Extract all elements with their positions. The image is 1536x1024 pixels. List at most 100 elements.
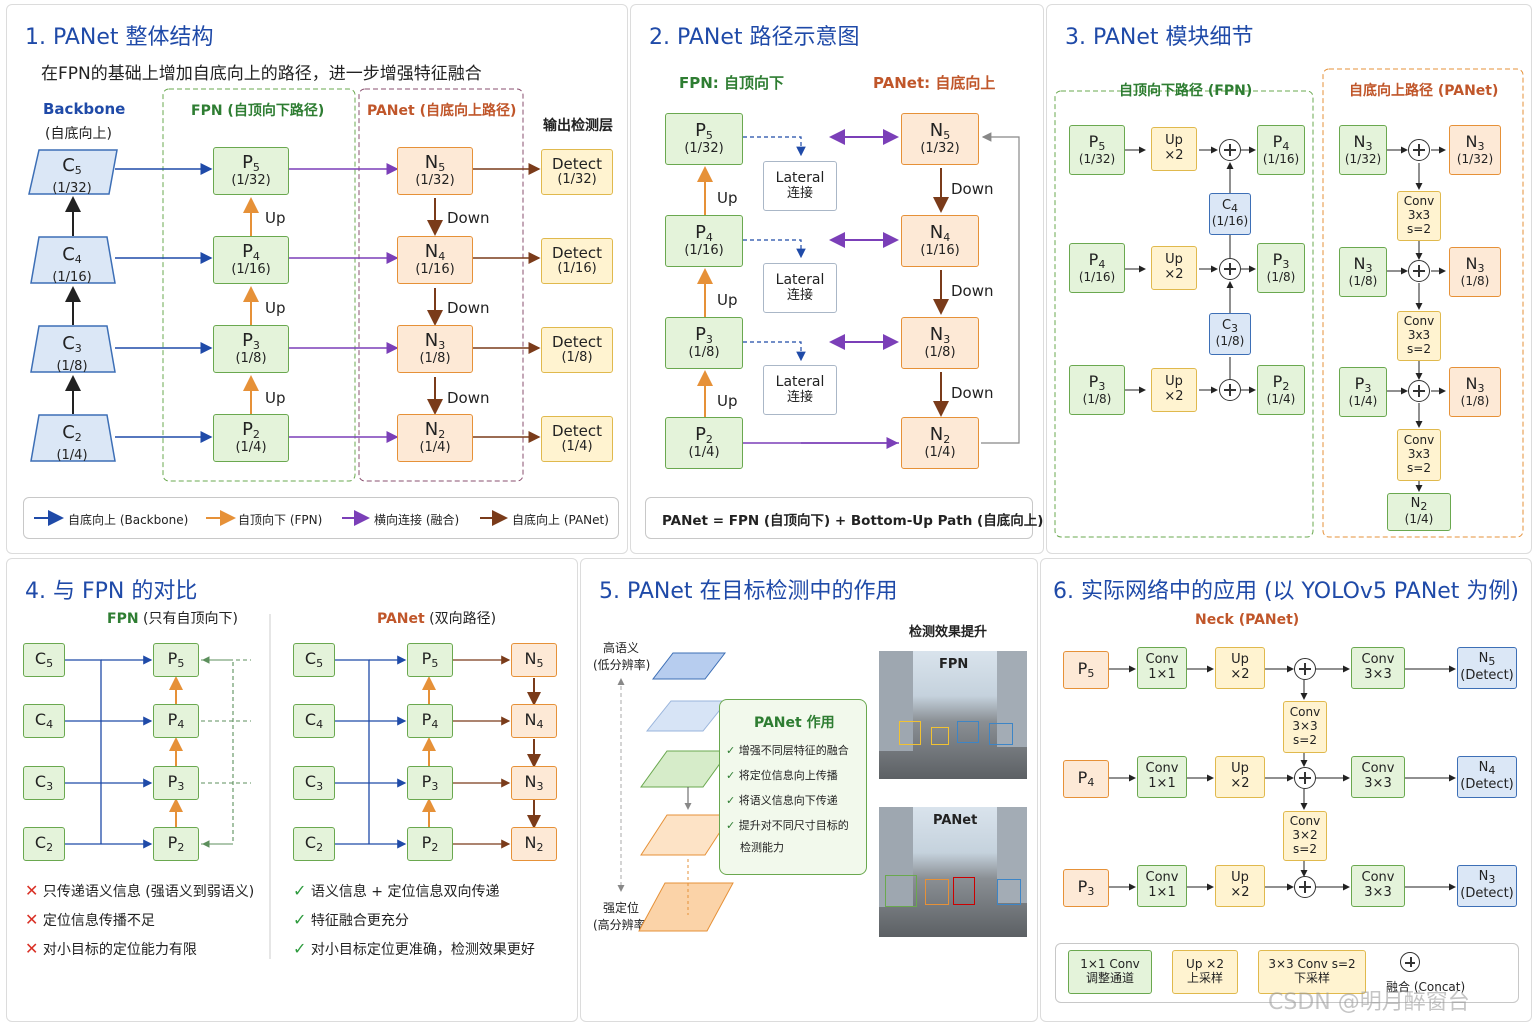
panel-detection-role: 5. PANet 在目标检测中的作用 高语义 (低分辨率) 强定位 (高分辨率)… — [580, 558, 1038, 1022]
panel-title: 4. 与 FPN 的对比 — [25, 579, 198, 604]
concat-icon — [1219, 139, 1241, 161]
fpn-path-title: 自顶向下路径 (FPN) — [1119, 83, 1253, 99]
detect-node: Detect(1/8) — [541, 327, 613, 373]
fpn-result-image: FPN — [879, 651, 1027, 779]
high-semantic-label: 高语义 — [603, 641, 640, 655]
n4-node: N4 — [511, 704, 557, 738]
panet-path-title: 自底向上路径 (PANet) — [1349, 83, 1499, 99]
p4-node: P4 — [407, 704, 453, 738]
c4-node: C4 — [293, 704, 335, 738]
p2-node: P2 — [153, 827, 199, 861]
strong-loc-sub: (高分辨率) — [593, 918, 651, 932]
role-item: ✓ 将定位信息向上传播 — [726, 769, 838, 782]
c5-label: C5(1/32) — [52, 155, 92, 196]
c5-node: C5 — [23, 643, 65, 677]
p2-node: P2 — [407, 827, 453, 861]
check-icon: ✓ — [726, 819, 736, 832]
n2-node: N2 — [511, 827, 557, 861]
backbone-label: Backbone — [43, 100, 126, 118]
legend-item: 自底向上 (Backbone) — [68, 513, 189, 527]
pro-item: ✓ 语义信息 + 定位信息双向传递 — [293, 881, 500, 900]
n5-node: N5(1/32) — [901, 113, 979, 165]
up-label: Up — [717, 291, 738, 309]
concat-icon — [1408, 260, 1430, 282]
pro-item: ✓ 特征融合更充分 — [293, 910, 409, 929]
p5-node: P5(1/32) — [213, 147, 289, 195]
panet-result-image: PANet — [879, 807, 1027, 937]
panet-label: PANet (自底向上路径) — [367, 103, 517, 119]
check-icon: ✓ — [726, 794, 736, 807]
n4-node: N4(1/16) — [901, 215, 979, 267]
down-label: Down — [447, 389, 490, 407]
down-label: Down — [951, 384, 994, 402]
legend-item: 横向连接 (融合) — [374, 513, 460, 527]
fpn-compare-title: FPN (只有自顶向下) — [107, 611, 238, 627]
upsample-node: Up×2 — [1151, 368, 1197, 412]
check-icon: ✓ — [293, 910, 307, 929]
legend-concat: 融合 (Concat) — [1386, 980, 1466, 994]
panel-overall-structure: 1. PANet 整体结构 在FPN的基础上增加自底向上的路径，进一步增强特征融… — [6, 4, 628, 554]
module-arrows — [1054, 68, 1524, 538]
concat-icon — [1408, 380, 1430, 402]
panel-yolov5-application: 6. 实际网络中的应用 (以 YOLOv5 PANet 为例) Neck (PA… — [1040, 558, 1532, 1022]
concat-icon — [1219, 258, 1241, 280]
panel-title: 3. PANet 模块细节 — [1065, 25, 1254, 50]
p2-out-node: P2(1/4) — [1257, 365, 1305, 415]
n3-node: N3(1/8) — [1339, 247, 1387, 297]
con-item: ✕ 只传递语义信息 (强语义到弱语义) — [25, 881, 255, 900]
detect-node: Detect(1/16) — [541, 238, 613, 284]
c4-node: C4 — [23, 704, 65, 738]
role-item: ✓ 增强不同层特征的融合 — [726, 744, 849, 757]
panel-comparison: 4. 与 FPN 的对比 FPN (只有自顶向下) PANet (双向路径) — [6, 558, 578, 1022]
high-semantic-sub: (低分辨率) — [593, 658, 651, 672]
up-label: Up — [265, 209, 286, 227]
con-item: ✕ 定位信息传播不足 — [25, 910, 155, 929]
up-label: Up — [265, 389, 286, 407]
comparison-arrows — [65, 614, 541, 959]
up-label: Up — [717, 392, 738, 410]
legend-item: 自底向上 (PANet) — [512, 513, 609, 527]
panet-image-label: PANet — [933, 813, 978, 828]
p3-node: P3(1/8) — [213, 325, 289, 373]
upsample-node: Up×2 — [1151, 246, 1197, 290]
cross-icon: ✕ — [25, 910, 39, 929]
p5-node: P5(1/32) — [1069, 125, 1125, 175]
n4-detect-node: N4(Detect) — [1457, 756, 1517, 798]
check-icon: ✓ — [293, 939, 307, 958]
detect-node: Detect(1/32) — [541, 149, 613, 195]
concat-icon — [1400, 952, 1420, 972]
check-icon: ✓ — [726, 769, 736, 782]
p3-out-node: P3(1/8) — [1257, 243, 1305, 293]
role-item: ✓ 将语义信息向下传递 — [726, 794, 838, 807]
cross-icon: ✕ — [25, 939, 39, 958]
c3-label: C3(1/8) — [56, 333, 88, 374]
p5-node: P5 — [153, 643, 199, 677]
panet-compare-title: PANet (双向路径) — [377, 611, 497, 627]
fpn-image-label: FPN — [939, 657, 969, 672]
con-item: ✕ 对小目标的定位能力有限 — [25, 939, 197, 958]
n3-detect-node: N3(Detect) — [1457, 865, 1517, 907]
panel-path-diagram: 2. PANet 路径示意图 FPN: 自顶向下 PANet: 自底向上 P5(… — [630, 4, 1044, 554]
path-arrows — [697, 129, 1020, 449]
down-label: Down — [951, 282, 994, 300]
p3-node: P3(1/8) — [1069, 365, 1125, 415]
upsample-node: Up×2 — [1215, 647, 1265, 689]
strong-loc-label: 强定位 — [603, 901, 640, 915]
fpn-label: FPN (自顶向下路径) — [191, 103, 325, 119]
down-label: Down — [447, 299, 490, 317]
role-box-title: PANet 作用 — [754, 715, 835, 731]
n2-node: N2(1/4) — [397, 414, 473, 462]
feature-stack — [617, 652, 734, 932]
p3-node: P3(1/4) — [1339, 367, 1387, 417]
p3-node: P3(1/8) — [665, 317, 743, 369]
n4-node: N4(1/16) — [397, 236, 473, 284]
